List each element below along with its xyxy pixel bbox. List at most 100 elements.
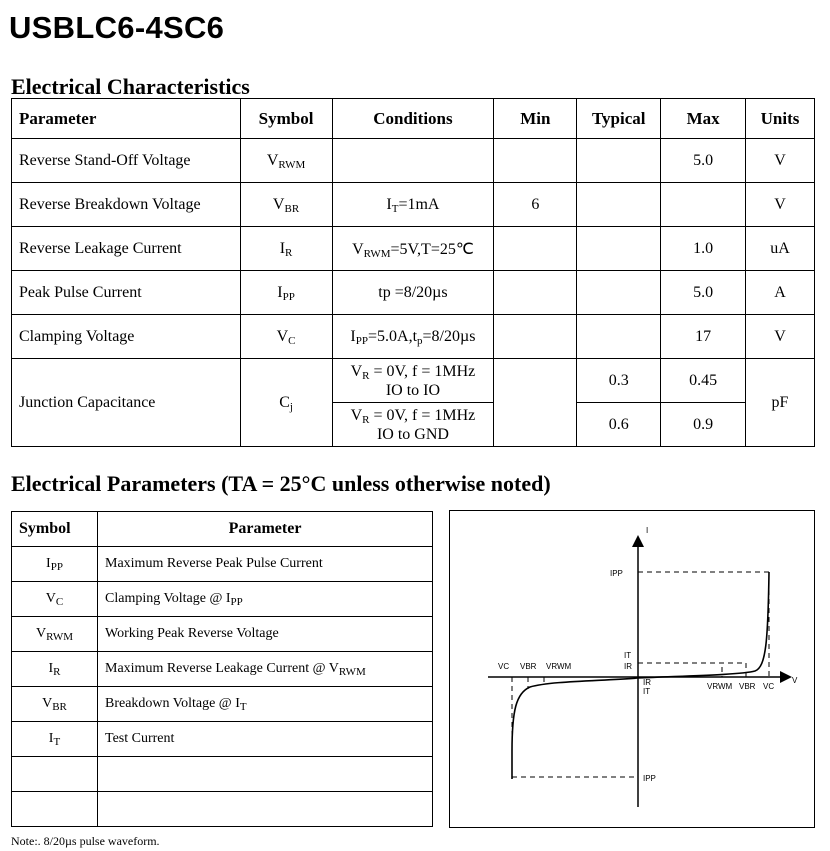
table-row: Clamping Voltage VC IPP=5.0A,tp=8/20µs 1… — [11, 314, 815, 359]
ec-header-row: Parameter Symbol Conditions Min Typical … — [11, 98, 815, 139]
vbr-right-label: VBR — [739, 682, 756, 691]
ep-empty-cell — [97, 791, 433, 827]
ec-typ — [576, 138, 662, 183]
ep-param: Test Current — [97, 721, 433, 757]
table-row — [11, 756, 433, 792]
ep-param: Maximum Reverse Peak Pulse Current — [97, 546, 433, 582]
vc-left-label: VC — [498, 662, 509, 671]
cond-part: V — [350, 406, 363, 424]
sym-main: V — [45, 591, 56, 606]
ec-header-symbol: Symbol — [239, 98, 333, 139]
ep-symbol: VRWM — [11, 616, 98, 652]
cond-part: I — [386, 195, 392, 213]
vrwm-right-label: VRWM — [707, 682, 733, 691]
ec-param: Reverse Stand-Off Voltage — [11, 138, 241, 183]
cond-sub: R — [362, 413, 370, 426]
cond-part: V — [352, 240, 364, 258]
ec-unit: V — [745, 182, 815, 227]
param-text: Breakdown Voltage @ I — [105, 696, 240, 711]
axis-i-label: I — [646, 526, 648, 535]
param-text: Maximum Reverse Peak Pulse Current — [105, 556, 323, 571]
ep-empty-cell — [97, 756, 433, 792]
sym-sub: BR — [52, 701, 67, 713]
ec-param: Junction Capacitance — [11, 358, 241, 447]
electrical-parameters-table: Symbol Parameter IPP Maximum Reverse Pea… — [11, 511, 433, 827]
ec-max: 1.0 — [660, 226, 747, 271]
ec-typ — [576, 270, 662, 315]
ep-symbol: IR — [11, 651, 98, 687]
ec-max — [660, 182, 747, 227]
cond-part: =8/20µs — [422, 327, 476, 345]
cond-part: = 0V, f = 1MHz — [369, 406, 476, 424]
cond-part: IO to IO — [385, 381, 441, 399]
ep-header-symbol: Symbol — [11, 511, 98, 547]
cond-sub: p — [417, 334, 423, 347]
table-row: Reverse Leakage Current IR VRWM=5V,T=25℃… — [11, 226, 815, 271]
ep-param: Breakdown Voltage @ IT — [97, 686, 433, 722]
sym-main: I — [48, 731, 54, 746]
cond-part: =5V,T=25℃ — [390, 240, 474, 258]
cond-sub: RWM — [363, 247, 391, 260]
table-row: IT Test Current — [11, 721, 433, 757]
table-row: VRWM Working Peak Reverse Voltage — [11, 616, 433, 652]
table-row: VBR Breakdown Voltage @ IT — [11, 686, 433, 722]
ec-cond — [331, 138, 495, 183]
ec-heading: Electrical Characteristics — [11, 74, 250, 99]
ec-unit: V — [745, 138, 815, 183]
cond-part: V — [350, 362, 363, 380]
table-row: IPP Maximum Reverse Peak Pulse Current — [11, 546, 433, 582]
param-text: Working Peak Reverse Voltage — [105, 626, 279, 641]
cond-part: I — [350, 327, 356, 345]
ec-min — [493, 138, 578, 183]
ec-cond: IPP=5.0A,tp=8/20µs — [331, 314, 495, 359]
footnote: Note:. 8/20µs pulse waveform. — [11, 834, 160, 848]
ec-unit: A — [745, 270, 815, 315]
ec-header-conditions: Conditions — [331, 98, 495, 139]
table-row: Peak Pulse Current IPP tp =8/20µs 5.0 A — [11, 270, 815, 315]
ec-typ: 0.3 — [576, 358, 662, 403]
sym-main: I — [277, 283, 283, 301]
ipp-top-label: IPP — [610, 569, 623, 578]
ec-min: 6 — [493, 182, 578, 227]
table-row: Reverse Breakdown Voltage VBR IT=1mA 6 V — [11, 182, 815, 227]
sym-main: V — [266, 151, 279, 169]
ec-typ — [576, 314, 662, 359]
ec-param: Clamping Voltage — [11, 314, 241, 359]
iv-curve — [511, 571, 770, 779]
sym-main: V — [35, 626, 47, 641]
cond-part: IO to GND — [376, 425, 449, 443]
ep-param: Working Peak Reverse Voltage — [97, 616, 433, 652]
ec-min — [493, 358, 578, 447]
ec-max: 0.45 — [660, 358, 747, 403]
ec-max: 5.0 — [660, 138, 747, 183]
cond-part: =5.0A,t — [368, 327, 418, 345]
ep-empty-cell — [11, 756, 98, 792]
param-sub: PP — [230, 596, 243, 608]
cond-sub: R — [362, 369, 370, 382]
cond-sub: PP — [355, 334, 368, 347]
cond-part: =1mA — [398, 195, 440, 213]
sym-sub: C — [55, 596, 64, 608]
sym-main: V — [272, 195, 285, 213]
vc-right-label: VC — [763, 682, 774, 691]
cond-sub: T — [391, 202, 399, 215]
sym-sub: RWM — [278, 158, 306, 171]
ec-max: 17 — [660, 314, 747, 359]
sym-sub: R — [53, 666, 61, 678]
iv-characteristic-diagram: I V IPP IT IR IR IT IPP VC VBR VRWM VRWM… — [449, 510, 815, 828]
ep-heading: Electrical Parameters (TA = 25°C unless … — [11, 471, 551, 496]
sym-main: V — [276, 327, 289, 345]
it-label: IT — [624, 651, 631, 660]
table-row: Junction Capacitance Cj VR = 0V, f = 1MH… — [11, 358, 815, 447]
ec-cond: VRWM=5V,T=25℃ — [331, 226, 495, 271]
sym-sub: PP — [50, 561, 63, 573]
sym-main: I — [279, 239, 286, 257]
sym-sub: PP — [282, 290, 295, 303]
ec-param: Reverse Leakage Current — [11, 226, 241, 271]
vbr-left-label: VBR — [520, 662, 537, 671]
param-text: Test Current — [105, 731, 175, 746]
ipp-bottom-label: IPP — [643, 774, 656, 783]
ec-param: Reverse Breakdown Voltage — [11, 182, 241, 227]
